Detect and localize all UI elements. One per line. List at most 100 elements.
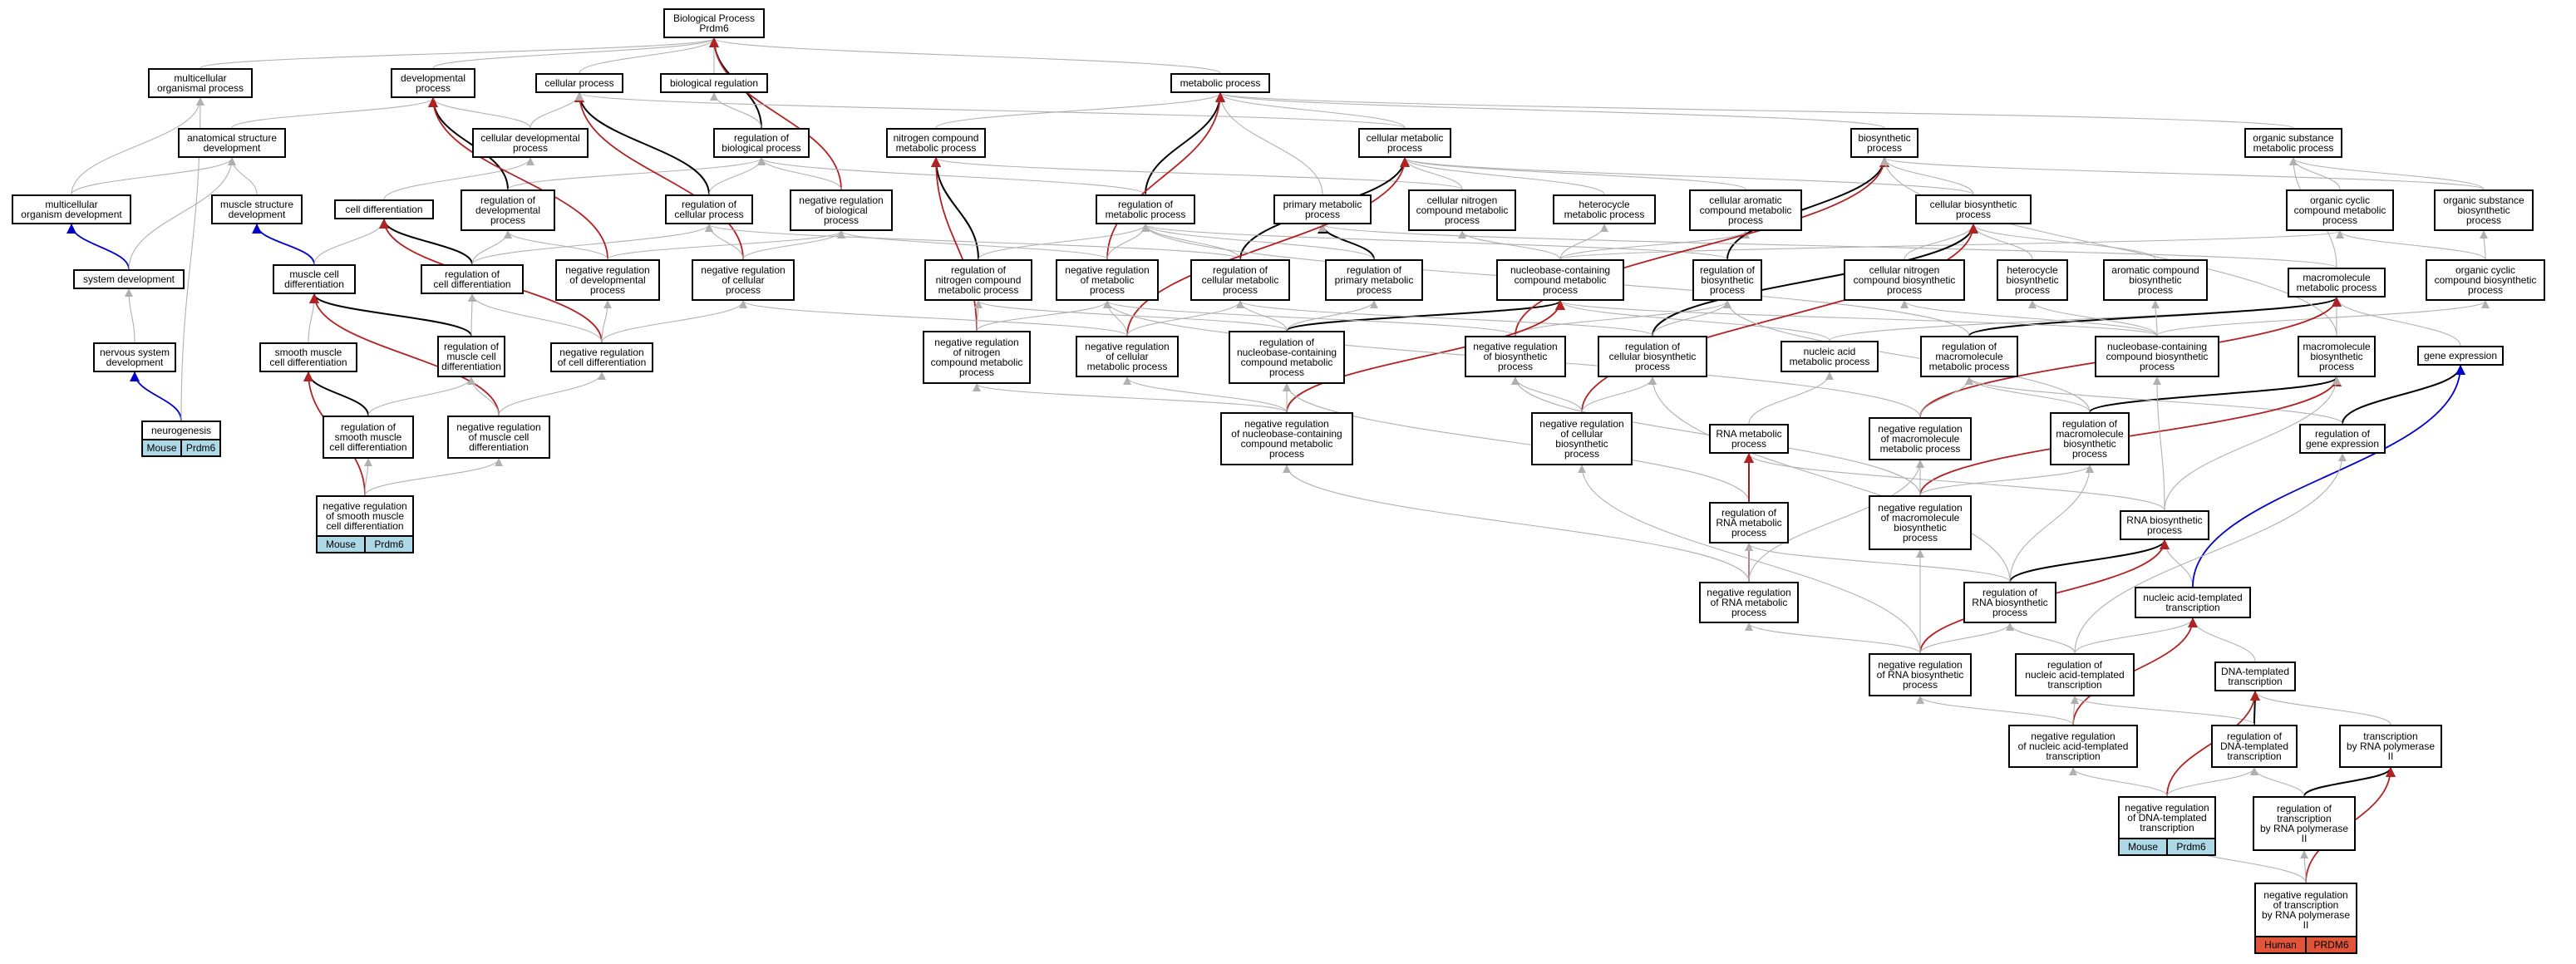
node-regulation-of-metabolic-process[interactable]: regulation of metabolic process — [1096, 194, 1195, 224]
node-negative-regulation-of-biosynthetic-process[interactable]: negative regulation of biosynthetic proc… — [1465, 336, 1566, 377]
node-cellular-biosynthetic-process[interactable]: cellular biosynthetic process — [1915, 194, 2032, 224]
node-negative-regulation-of-cell-differentiation[interactable]: negative regulation of cell differentiat… — [550, 342, 653, 372]
node-smooth-muscle-cell-differentiation[interactable]: smooth muscle cell differentiation — [259, 342, 357, 372]
node-regulation-of-biosynthetic-process[interactable]: regulation of biosynthetic process — [1692, 259, 1762, 301]
node-negative-regulation-of-cellular-metabolic-process[interactable]: negative regulation of cellular metaboli… — [1076, 336, 1179, 377]
node-cellular-metabolic-process[interactable]: cellular metabolic process — [1358, 128, 1451, 158]
node-negative-regulation-of-smooth-muscle-cell-differentiation[interactable]: negative regulation of smooth muscle cel… — [316, 495, 414, 537]
node-cellular-process[interactable]: cellular process — [535, 73, 623, 93]
node-regulation-of-nitrogen-compound-metabolic-process[interactable]: regulation of nitrogen compound metaboli… — [924, 259, 1032, 301]
edge-part-of — [309, 293, 472, 337]
node-negative-regulation-of-macromolecule-metabolic-process[interactable]: negative regulation of macromolecule met… — [1869, 417, 1972, 460]
gene-label: Prdm6 — [180, 440, 219, 455]
node-muscle-structure-development[interactable]: muscle structure development — [211, 194, 303, 224]
node-primary-metabolic-process[interactable]: primary metabolic process — [1273, 194, 1372, 224]
edge-negatively-regulates — [309, 293, 500, 416]
node-developmental-process[interactable]: developmental process — [391, 68, 475, 98]
node-negative-regulation-of-transcription-by-rna-polymerase-ii[interactable]: negative regulation of transcription by … — [2254, 883, 2357, 937]
node-cell-differentiation[interactable]: cell differentiation — [334, 199, 434, 219]
node-anatomical-structure-development[interactable]: anatomical structure development — [178, 128, 286, 158]
edge-is-a — [935, 92, 1224, 129]
node-regulation-of-cellular-biosynthetic-process[interactable]: regulation of cellular biosynthetic proc… — [1598, 336, 1707, 377]
node-negative-regulation-of-cellular-process[interactable]: negative regulation of cellular process — [692, 259, 795, 301]
node-regulation-of-rna-biosynthetic-process[interactable]: regulation of RNA biosynthetic process — [1963, 582, 2056, 623]
node-nucleic-acid-metabolic-process[interactable]: nucleic acid metabolic process — [1781, 341, 1879, 372]
node-nucleobase-containing-compound-biosynthetic-process[interactable]: nucleobase-containing compound biosynthe… — [2095, 336, 2219, 377]
node-multicellular-organismal-process[interactable]: multicellular organismal process — [148, 68, 253, 98]
node-negative-regulation-of-dna-templated-transcription[interactable]: negative regulation of DNA-templated tra… — [2118, 796, 2216, 839]
node-dna-templated-transcription[interactable]: DNA-templated transcription — [2214, 662, 2296, 691]
node-nucleic-acid-templated-transcription[interactable]: nucleic acid-templated transcription — [2135, 587, 2251, 618]
node-gene-expression[interactable]: gene expression — [2417, 346, 2504, 366]
edge-is-a — [1103, 300, 1516, 337]
annotation-tag-neurogenesis: Mouse Prdm6 — [141, 439, 221, 457]
node-macromolecule-biosynthetic-process[interactable]: macromolecule biosynthetic process — [2298, 336, 2376, 377]
node-negative-regulation-of-nucleic-acid-templated-transcription[interactable]: negative regulation of nucleic acid-temp… — [2008, 725, 2138, 768]
node-multicellular-organism-development[interactable]: multicellular organism development — [12, 194, 131, 224]
node-regulation-of-macromolecule-metabolic-process[interactable]: regulation of macromolecule metabolic pr… — [1920, 336, 2018, 377]
node-regulation-of-cellular-metabolic-process[interactable]: regulation of cellular metabolic process — [1190, 259, 1290, 301]
node-negative-regulation-of-rna-biosynthetic-process[interactable]: negative regulation of RNA biosynthetic … — [1869, 653, 1972, 696]
node-aromatic-compound-biosynthetic-process[interactable]: aromatic compound biosynthetic process — [2103, 259, 2208, 301]
edge-is-a — [1216, 92, 1885, 129]
node-regulation-of-primary-metabolic-process[interactable]: regulation of primary metabolic process — [1325, 259, 1423, 301]
node-heterocycle-metabolic-process[interactable]: heterocycle metabolic process — [1553, 194, 1656, 224]
node-regulation-of-muscle-cell-differentiation[interactable]: regulation of muscle cell differentiatio… — [437, 336, 505, 377]
node-regulation-of-dna-templated-transcription[interactable]: regulation of DNA-templated transcriptio… — [2211, 725, 2298, 768]
node-negative-regulation-of-biological-process[interactable]: negative regulation of biological proces… — [790, 189, 893, 231]
edge-is-a — [1578, 465, 1921, 654]
node-regulation-of-rna-metabolic-process[interactable]: regulation of RNA metabolic process — [1709, 502, 1789, 543]
node-muscle-cell-differentiation[interactable]: muscle cell differentiation — [273, 264, 356, 294]
node-nucleobase-containing-compound-metabolic-process[interactable]: nucleobase-containing compound metabolic… — [1496, 259, 1624, 301]
node-negative-regulation-of-developmental-process[interactable]: negative regulation of developmental pro… — [555, 259, 660, 301]
node-rna-metabolic-process[interactable]: RNA metabolic process — [1709, 424, 1789, 454]
node-negative-regulation-of-nitrogen-compound-metabolic-process[interactable]: negative regulation of nitrogen compound… — [923, 331, 1031, 384]
node-regulation-of-cell-differentiation[interactable]: regulation of cell differentiation — [421, 264, 524, 294]
node-cellular-aromatic-compound-metabolic-process[interactable]: cellular aromatic compound metabolic pro… — [1689, 189, 1802, 231]
node-nitrogen-compound-metabolic-process[interactable]: nitrogen compound metabolic process — [886, 128, 986, 158]
node-biological-regulation[interactable]: biological regulation — [660, 73, 768, 93]
node-regulation-of-transcription-by-rna-polymerase-ii[interactable]: regulation of transcription by RNA polym… — [2253, 796, 2356, 851]
node-regulation-of-developmental-process[interactable]: regulation of developmental process — [461, 189, 555, 231]
node-negative-regulation-of-macromolecule-biosynthetic-process[interactable]: negative regulation of macromolecule bio… — [1869, 495, 1972, 550]
node-cellular-developmental-process[interactable]: cellular developmental process — [472, 128, 589, 158]
edge-is-a — [2151, 300, 2160, 337]
node-regulation-of-smooth-muscle-cell-differentiation[interactable]: regulation of smooth muscle cell differe… — [323, 416, 414, 459]
edge-is-a — [1723, 300, 2091, 413]
node-rna-biosynthetic-process[interactable]: RNA biosynthetic process — [2120, 510, 2209, 540]
node-system-development[interactable]: system development — [73, 269, 185, 289]
node-macromolecule-metabolic-process[interactable]: macromolecule metabolic process — [2288, 268, 2386, 298]
node-negative-regulation-of-metabolic-process[interactable]: negative regulation of metabolic process — [1056, 259, 1159, 301]
node-negative-regulation-of-cellular-biosynthetic-process[interactable]: negative regulation of cellular biosynth… — [1531, 412, 1633, 465]
node-biosynthetic-process[interactable]: biosynthetic process — [1850, 128, 1918, 158]
node-cellular-nitrogen-compound-metabolic-process[interactable]: cellular nitrogen compound metabolic pro… — [1408, 189, 1516, 231]
edge-positively-regulates — [66, 224, 130, 270]
node-cellular-nitrogen-compound-biosynthetic-process[interactable]: cellular nitrogen compound biosynthetic … — [1844, 259, 1965, 301]
node-regulation-of-nucleobase-containing-compound-metabolic-process[interactable]: regulation of nucleobase-containing comp… — [1229, 331, 1345, 384]
node-regulation-of-nucleic-acid-templated-transcription[interactable]: regulation of nucleic acid-templated tra… — [2015, 653, 2135, 696]
node-regulation-of-macromolecule-biosynthetic-process[interactable]: regulation of macromolecule biosynthetic… — [2050, 412, 2130, 465]
node-nervous-system-development[interactable]: nervous system development — [93, 342, 176, 372]
node-negative-regulation-of-nucleobase-containing-compound-metabolic-process[interactable]: negative regulation of nucleobase-contai… — [1220, 412, 1353, 465]
edge-is-a — [1123, 376, 1288, 413]
node-transcription-by-rna-polymerase-ii[interactable]: transcription by RNA polymerase II — [2339, 725, 2442, 768]
edge-is-a — [1748, 371, 1834, 425]
node-organic-cyclic-compound-biosynthetic-process[interactable]: organic cyclic compound biosynthetic pro… — [2426, 259, 2545, 301]
node-metabolic-process[interactable]: metabolic process — [1170, 73, 1270, 93]
node-neurogenesis[interactable]: neurogenesis — [141, 421, 221, 440]
edge-is-a — [1401, 157, 1605, 195]
node-regulation-of-cellular-process[interactable]: regulation of cellular process — [665, 194, 753, 224]
edge-is-a — [231, 97, 437, 129]
node-regulation-of-biological-process[interactable]: regulation of biological process — [713, 128, 810, 158]
node-organic-substance-biosynthetic-process[interactable]: organic substance biosynthetic process — [2434, 189, 2534, 231]
node-biological-process-root[interactable]: Biological Process Prdm6 — [663, 8, 765, 38]
edge-is-a — [1969, 224, 2156, 260]
node-regulation-of-gene-expression[interactable]: regulation of gene expression — [2299, 424, 2386, 454]
node-organic-cyclic-compound-metabolic-process[interactable]: organic cyclic compound metabolic proces… — [2286, 189, 2394, 231]
node-negative-regulation-of-rna-metabolic-process[interactable]: negative regulation of RNA metabolic pro… — [1699, 582, 1799, 623]
node-negative-regulation-of-muscle-cell-differentiation[interactable]: negative regulation of muscle cell diffe… — [447, 416, 550, 459]
edge-is-a — [1283, 383, 1750, 503]
edge-is-a — [199, 37, 718, 69]
node-heterocycle-biosynthetic-process[interactable]: heterocycle biosynthetic process — [1997, 259, 2068, 301]
node-organic-substance-metabolic-process[interactable]: organic substance metabolic process — [2244, 128, 2342, 158]
